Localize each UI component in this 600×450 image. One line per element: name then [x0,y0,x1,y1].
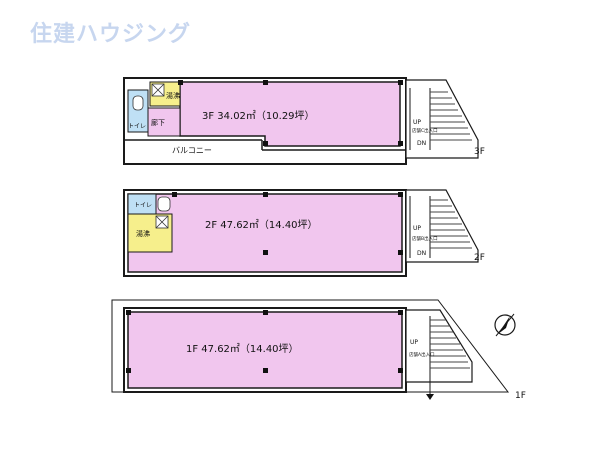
floor-2f-up-label: UP [413,225,421,232]
floor-2f-tag: 2F [474,253,485,263]
floor-3f-stairs [405,79,479,159]
floor-3f-toilet-label: トイレ [128,123,146,130]
floor-1f-up-label: UP [410,339,418,346]
floor-1f: 1F 47.62㎡（14.40坪） UP 店舗A出入口 1F [111,299,526,401]
floor-2f-kitchen-label: 湯沸 [136,229,150,238]
floor-3f-kitchen-label: 湯沸 [166,91,180,100]
floor-3f-area-label: 3F 34.02㎡（10.29坪） [202,109,315,122]
floor-2f-stairs [405,189,479,263]
floor-3f-entrance-label: 店舗C出入口 [412,127,438,134]
toilet-fixture-icon [132,95,144,111]
shaft-icon [151,83,165,97]
floor-2f-area-label: 2F 47.62㎡（14.40坪） [205,218,318,231]
floor-1f-room [127,311,403,389]
floor-1f-tag: 1F [515,391,526,401]
floor-3f-dn-label: DN [417,140,426,147]
floor-1f-stairs [405,309,473,400]
shaft-icon [155,215,169,229]
floor-2f-entrance-label: 店舗B出入口 [412,235,438,242]
toilet-fixture-icon [157,196,171,212]
entrance-arrow-icon [426,394,434,400]
floor-3f-up-label: UP [413,119,421,126]
floor-3f-hall [147,107,181,137]
floor-3f: 3F 34.02㎡（10.29坪） 廊下 トイレ 湯沸 バルコニー UP DN … [123,77,485,165]
floor-1f-area-label: 1F 47.62㎡（14.40坪） [186,342,299,355]
floor-2f-dn-label: DN [417,250,426,257]
floor-2f-toilet-label: トイレ [134,202,152,209]
floor-3f-tag: 3F [474,147,485,157]
floor-1f-site-boundary [111,299,510,393]
floor-2f: 2F 47.62㎡（14.40坪） トイレ 湯沸 UP DN 店舗B出入口 2F [123,189,485,277]
north-arrow-icon [494,313,516,337]
brand-logo: 住建ハウジング [30,22,192,47]
floor-1f-entrance-label: 店舗A出入口 [409,351,435,358]
floor-3f-balcony-label: バルコニー [172,146,212,155]
floor-3f-hall-label: 廊下 [151,118,165,127]
